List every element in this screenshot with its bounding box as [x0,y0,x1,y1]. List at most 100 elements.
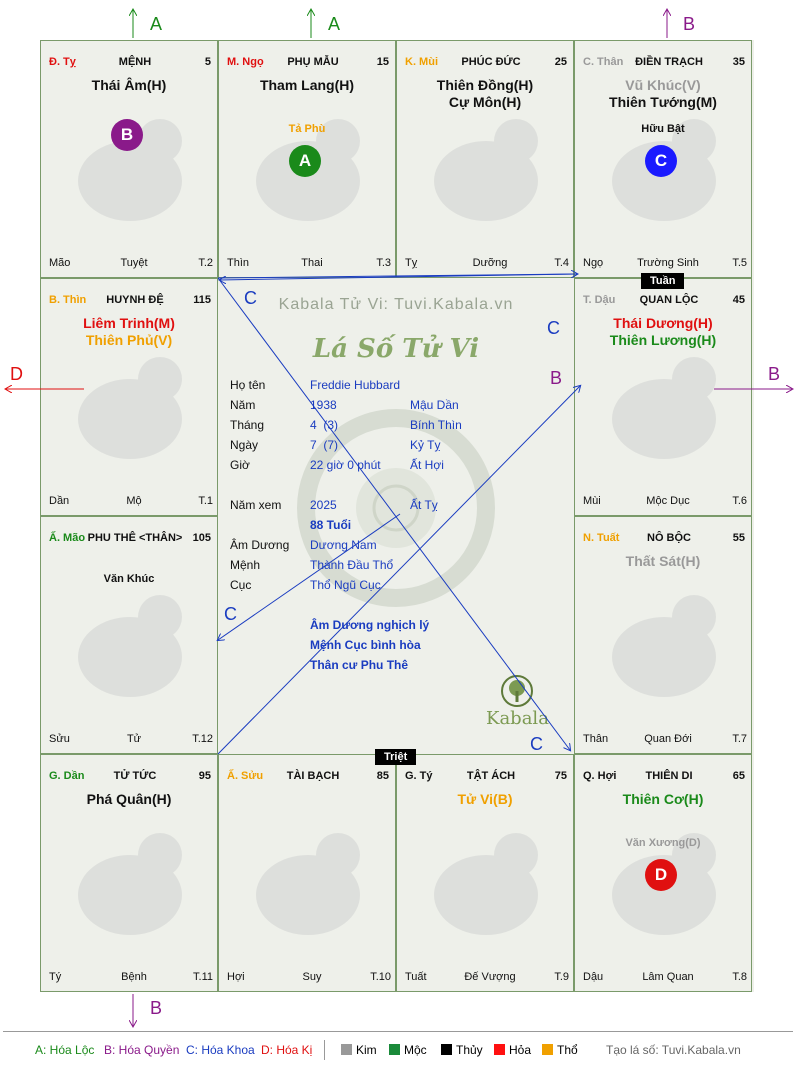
bagua-watermark [297,409,495,607]
palace-month: T.6 [732,495,747,507]
legend-kim-label: Kim [356,1043,377,1057]
thuy-swatch [441,1044,452,1055]
palace-age: 5 [204,56,211,68]
value-nam: 1938 [310,398,337,412]
palace-branch: Tuất [405,971,427,983]
palace-month: T.8 [732,971,747,983]
palace-branch: Ngọ [583,257,604,269]
major-stars: Thái Dương(H)Thiên Lương(H) [575,315,751,349]
palace-age: 95 [198,770,211,782]
value-gio-can-chi: Ất Hợi [410,458,444,472]
major-star: Thái Âm(H) [91,77,167,93]
palace-can-chi: N. Tuất [583,532,620,544]
label-gio: Giờ [230,458,250,472]
value-gio: 22 giờ 0 phút [310,458,381,472]
palace-month: T.3 [376,257,391,269]
palace-month: T.10 [370,971,391,983]
palace-name: ĐIỀN TRẠCH [635,56,703,68]
major-star: Tham Lang(H) [259,77,355,93]
major-star: Thiên Cơ(H) [622,791,704,807]
arrow-label: B [550,368,562,388]
arrow-label: C [244,288,257,308]
value-tuoi: 88 Tuổi [310,518,352,532]
palace-age: 85 [376,770,389,782]
palace-phase: Suy [302,971,322,983]
palace-branch: Mùi [583,495,601,507]
arrow-label: C [224,604,237,624]
palace-name: HUYNH ĐỆ [106,294,164,306]
palace-can-chi: Đ. Tỵ [49,56,76,68]
arrow-label: C [530,734,543,754]
zodiac-animal-icon [78,357,182,459]
label-am-duong: Âm Dương [230,538,290,552]
legend-thuy: Thủy [441,1043,483,1057]
major-star: Cự Môn(H) [448,94,522,110]
label-menh: Mệnh [230,558,261,572]
palace-phase: Thai [301,257,323,269]
palace-name: QUAN LỘC [639,294,699,306]
hoa-swatch [494,1044,505,1055]
major-stars: Liêm Trinh(M)Thiên Phủ(V) [41,315,217,349]
arrow-label: B [683,14,695,34]
palace-can-chi: Ấ. Sửu [227,770,264,782]
palace-phase: Bệnh [121,971,147,983]
legend-thuy-label: Thủy [456,1043,483,1057]
palace-month: T.1 [198,495,213,507]
value-ngay-can-chi: Kỷ Tỵ [410,438,441,452]
palace-name: TÀI BẠCH [286,770,340,782]
minor-star: Văn Khúc [103,573,155,585]
palace-age: 25 [554,56,567,68]
zodiac-animal-icon [256,119,360,221]
palace-branch: Thân [583,733,609,745]
transform-badge: A [289,145,321,177]
major-stars: Thiên Cơ(H) [575,791,751,808]
major-stars: Thất Sát(H) [575,553,751,570]
khoa-arrow [218,513,401,640]
palace-phase: Tuyệt [120,257,148,269]
palace-can-chi: K. Mùi [405,56,438,68]
legend-footer: Tạo lá số: Tuvi.Kabala.vn [606,1043,741,1057]
zodiac-animal-icon [612,595,716,697]
center-info-panel: Kabala Tử Vi: Tuvi.Kabala.vn Lá Số Tử Vi… [218,278,574,754]
value-thang-can-chi: Bính Thìn [410,418,462,432]
palace-month: T.7 [732,733,747,745]
palace-phase: Mộ [126,495,142,507]
value-ngay: 7 (7) [310,438,339,452]
chart-title: Lá Số Tử Vi [312,334,480,364]
arrow-label: B [768,364,780,384]
tuan-tag: Tuần [641,273,685,289]
major-stars: Thái Âm(H) [41,77,217,94]
minor-star: Hữu Bật [641,123,685,135]
label-thang: Tháng [230,418,265,432]
zodiac-animal-icon [256,833,360,935]
palace-name: NÔ BỘC [647,532,691,544]
palace-can-chi: M. Ngọ [227,56,264,68]
major-star: Vũ Khúc(V) [625,77,701,93]
major-star: Tử Vi(B) [457,791,513,807]
label-nam-xem: Năm xem [230,498,282,512]
palace-can-chi: B. Thìn [49,294,87,306]
palace-age: 45 [732,294,745,306]
palace-branch: Dần [49,495,70,507]
logo-text: Kabala [486,708,549,729]
legend-separator [324,1040,325,1060]
transform-badge: C [645,145,677,177]
legend-hoa-ki: D: Hóa Kị [261,1043,313,1057]
palace-phase: Dưỡng [472,257,508,269]
triet-tag: Triệt [375,749,417,765]
palace-age: 65 [732,770,745,782]
transform-badge: D [645,859,677,891]
arrow-label: C [547,318,560,338]
major-stars: Thiên Đồng(H)Cự Môn(H) [397,77,573,111]
palace-name: PHỤ MẪU [287,56,339,68]
palace-branch: Dậu [583,971,604,983]
label-nam: Năm [230,398,256,412]
palace-age: 35 [732,56,745,68]
